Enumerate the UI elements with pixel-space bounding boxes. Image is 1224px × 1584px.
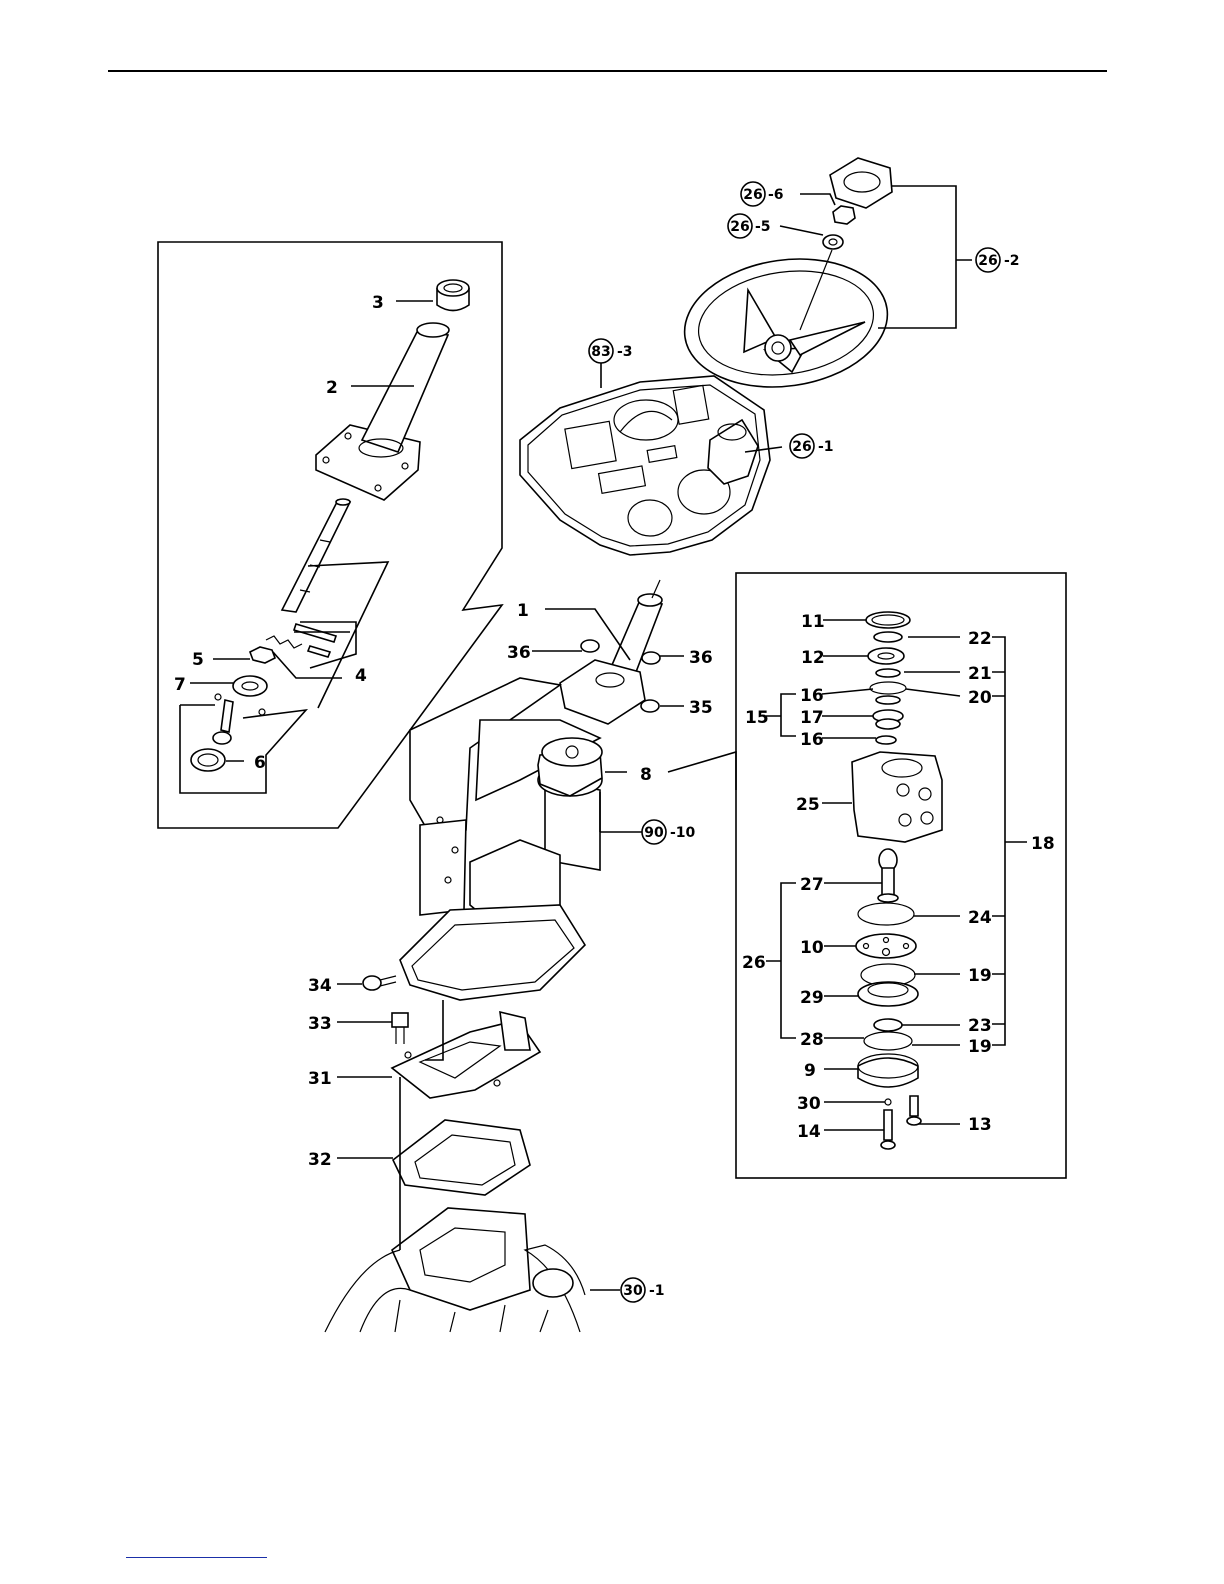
bushing-part-3 [437,280,469,311]
callout-35: 35 [689,698,713,718]
callout-28: 28 [800,1030,824,1050]
transmission-housing [325,1208,585,1332]
callout-14: 14 [797,1122,821,1142]
column-tube-part-2 [316,323,449,500]
callout-15: 15 [745,708,769,728]
svg-text:30: 30 [623,1283,643,1299]
callout-4: 4 [355,666,367,686]
svg-text:-1: -1 [649,1283,665,1299]
callout-25: 25 [796,795,820,815]
svg-text:83: 83 [591,344,610,360]
callout-34: 34 [308,976,332,996]
svg-text:-3: -3 [617,344,633,360]
footer-link-rule [126,1557,267,1558]
ref-30-1: 30 -1 [621,1278,665,1302]
callout-36-right: 36 [689,648,713,668]
callout-16-top: 16 [800,686,824,706]
svg-text:-1: -1 [818,439,834,455]
svg-text:26: 26 [743,187,762,203]
ref-26-2: 26 -2 [976,248,1020,272]
callout-33: 33 [308,1014,332,1034]
callout-6: 6 [254,753,266,773]
callout-19-bottom: 19 [968,1037,992,1057]
callout-17: 17 [800,708,824,728]
callout-21: 21 [968,664,992,684]
seal-part-6 [191,749,225,771]
ref-90-10: 90 -10 [642,820,696,844]
bolt-part-33 [392,1013,408,1044]
callout-31: 31 [308,1069,332,1089]
svg-text:26: 26 [792,439,811,455]
gasket-part-32 [393,1120,530,1195]
svg-text:90: 90 [644,825,664,841]
ref-26-1: 26 -1 [790,434,834,458]
callout-23: 23 [968,1016,992,1036]
callout-19-top: 19 [968,966,992,986]
svg-text:26: 26 [978,253,997,269]
ref-26-6: 26 -6 [741,182,784,206]
callout-29: 29 [800,988,824,1008]
svg-text:-5: -5 [755,219,771,235]
callout-5: 5 [192,650,204,670]
bolt-part-34 [363,976,396,990]
ref-83-3: 83 -3 [589,339,633,363]
bracket-part-31 [392,1012,540,1098]
callout-24: 24 [968,908,992,928]
callout-7: 7 [174,675,186,695]
callout-26: 26 [742,953,766,973]
callout-18: 18 [1031,834,1055,854]
svg-text:26: 26 [730,219,749,235]
callout-22: 22 [968,629,992,649]
ref-26-5: 26 -5 [728,214,771,238]
callout-20: 20 [968,688,992,708]
svg-text:-2: -2 [1004,253,1020,269]
pinion-shaft [213,694,265,744]
spring-bolts-part-4 [266,624,336,657]
callout-3: 3 [372,293,384,313]
callout-32: 32 [308,1150,332,1170]
support-frame [400,678,600,1000]
nut-part-5 [250,647,275,663]
callout-12: 12 [801,648,825,668]
steering-shaft [282,499,350,612]
callout-11: 11 [801,612,825,632]
callout-2: 2 [326,378,338,398]
callout-10: 10 [800,938,824,958]
bearing-part-7 [233,676,267,696]
callout-13: 13 [968,1115,992,1135]
right-inset-frame [736,573,1066,1178]
callout-1: 1 [517,601,529,621]
callout-9: 9 [804,1061,816,1081]
callout-36-left: 36 [507,643,531,663]
svg-text:-10: -10 [670,825,696,841]
wheel-nut [823,206,855,249]
callout-16-bottom: 16 [800,730,824,750]
svg-text:-6: -6 [768,187,784,203]
callout-30: 30 [797,1094,821,1114]
callout-8: 8 [640,765,652,785]
callout-27: 27 [800,875,824,895]
center-cap [830,158,892,208]
orbitrol-unit-part-8 [538,738,602,796]
